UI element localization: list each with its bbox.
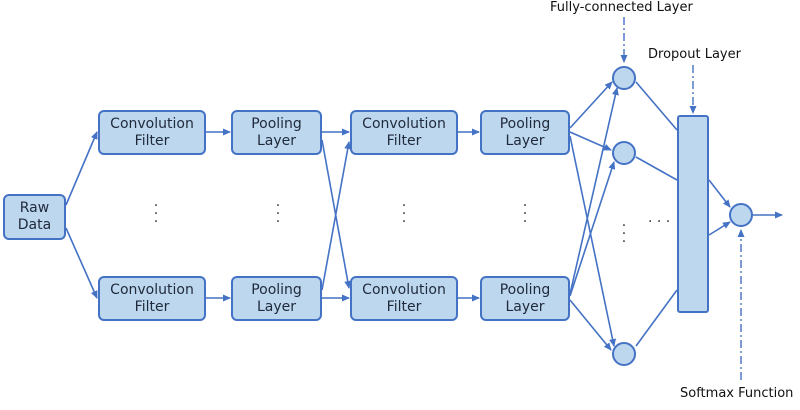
softmax-label: Softmax Function (680, 386, 794, 401)
fully-connected-label: Fully-connected Layer (550, 0, 693, 15)
edge-pool2-top-fc3 (569, 135, 616, 347)
pooling-layer-1-top-line1: Pooling (251, 115, 302, 132)
ellipsis-pool1: ··· (275, 198, 281, 230)
conv-filter-2-bottom-line2: Filter (386, 298, 422, 315)
conv-filter-2-top-line2: Filter (386, 132, 422, 149)
edge-fc3-dropout (635, 289, 678, 347)
fc-neuron-1 (612, 66, 636, 90)
pooling-layer-1-top-line2: Layer (256, 132, 297, 149)
raw-data-line2: Data (17, 217, 52, 233)
edge-raw-conv1-top (65, 131, 98, 206)
pooling-layer-2-bottom-line1: Pooling (499, 281, 551, 298)
edge-raw-conv1-bottom (65, 227, 98, 299)
conv-filter-2-top: Convolution Filter (350, 110, 458, 155)
fc-neuron-3 (612, 342, 636, 366)
pooling-layer-1-bottom-line1: Pooling (251, 281, 302, 298)
conv-filter-1-top-line1: Convolution (110, 115, 194, 132)
pooling-layer-1-bottom-line2: Layer (256, 298, 297, 315)
edge-pool1-bottom-conv2-top (321, 141, 352, 291)
conv-filter-2-bottom: Convolution Filter (350, 276, 458, 321)
ellipsis-fc: ··· (621, 218, 627, 250)
ellipsis-horizontal: · · · (648, 214, 671, 230)
edge-fc2-dropout (635, 156, 678, 181)
ellipsis-conv1: ··· (153, 198, 159, 230)
fc-neuron-2 (612, 141, 636, 165)
raw-data-line1: Raw (19, 200, 50, 216)
conv-filter-1-top-line2: Filter (134, 132, 170, 149)
ellipsis-conv2: ··· (401, 198, 407, 230)
pooling-layer-1-top: Pooling Layer (231, 110, 322, 155)
dropout-label: Dropout Layer (648, 47, 741, 62)
edge-dropout-softmax-top (708, 179, 731, 208)
edge-pool2-bottom-fc2 (569, 161, 616, 297)
softmax-neuron (729, 203, 753, 227)
pooling-layer-2-bottom: Pooling Layer (480, 276, 570, 321)
conv-filter-1-bottom-line1: Convolution (110, 281, 194, 298)
conv-filter-1-top: Convolution Filter (98, 110, 206, 155)
ellipsis-pool2: ··· (522, 198, 528, 230)
pooling-layer-1-bottom: Pooling Layer (231, 276, 322, 321)
edge-pool2-top-fc1 (569, 81, 613, 129)
dropout-layer-bar (677, 115, 709, 313)
pooling-layer-2-top: Pooling Layer (480, 110, 570, 155)
conv-filter-1-bottom: Convolution Filter (98, 276, 206, 321)
conv-filter-1-bottom-line2: Filter (134, 298, 170, 315)
raw-data-node: Raw Data (3, 194, 66, 240)
conv-filter-2-bottom-line1: Convolution (362, 281, 446, 298)
pooling-layer-2-top-line2: Layer (505, 132, 545, 149)
edge-pool2-bottom-fc1 (569, 87, 619, 295)
edge-fc1-dropout (635, 81, 678, 131)
edge-dropout-softmax-bottom (708, 221, 731, 236)
conv-filter-2-top-line1: Convolution (362, 115, 446, 132)
pooling-layer-2-bottom-line2: Layer (505, 298, 545, 315)
pooling-layer-2-top-line1: Pooling (499, 115, 551, 132)
edge-pool2-bottom-fc3 (569, 299, 612, 351)
